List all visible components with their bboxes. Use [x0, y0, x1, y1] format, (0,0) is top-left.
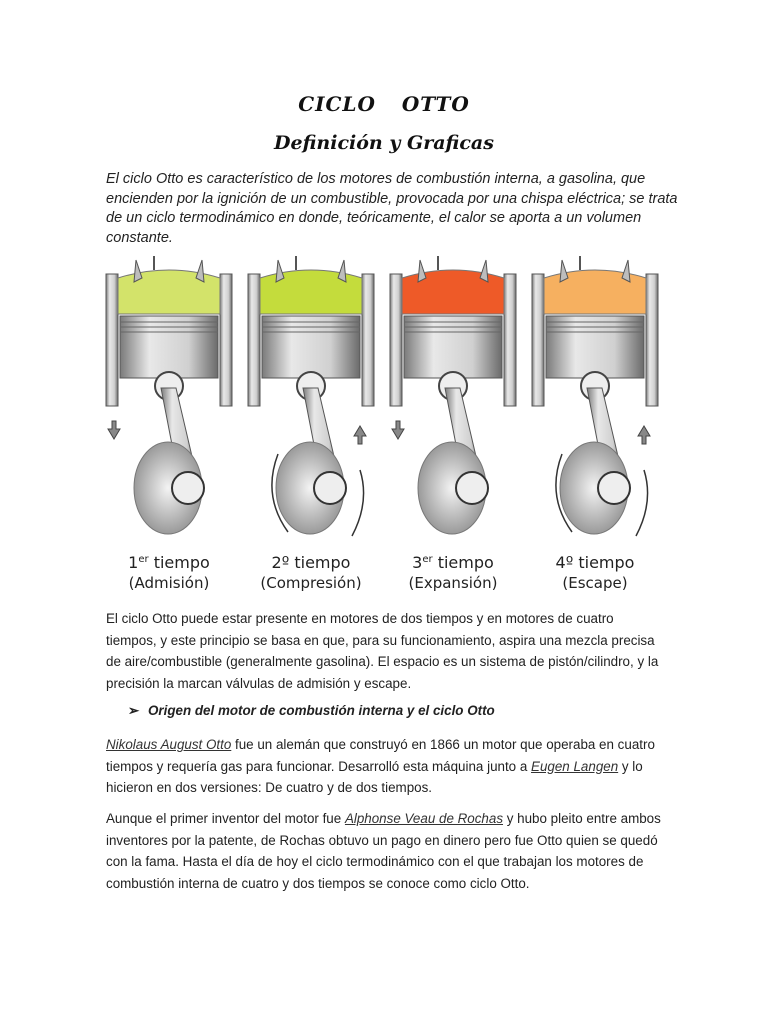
rotation-arc-left [271, 453, 289, 533]
intake-valve [559, 259, 569, 283]
piston [545, 315, 645, 379]
page-subtitle: Definición y Graficas [274, 132, 494, 154]
crank-pin [313, 471, 347, 505]
stroke-number-label: 3er tiempo [412, 553, 494, 572]
link-alphonse-de-rochas[interactable]: Alphonse Veau de Rochas [344, 811, 504, 826]
cylinder-wall-right [645, 273, 659, 407]
rotation-arc-left [555, 453, 573, 533]
stroke-number-label: 4º tiempo [556, 553, 635, 572]
intro-paragraph: El ciclo Otto es característico de los m… [106, 171, 678, 246]
paragraph-1: El ciclo Otto puede estar presente en mo… [106, 608, 666, 694]
crank-pin [171, 471, 205, 505]
arrow-down-icon [107, 420, 121, 440]
stroke-name-label: (Expansión) [409, 574, 498, 592]
section-heading: ➢ Origen del motor de combustión interna … [128, 703, 495, 719]
paragraph-2-text-1: fue un alemán que construyó en 1866 un m… [106, 737, 655, 774]
paragraph-3-text-1: Aunque el primer inventor del motor fue [106, 811, 345, 826]
piston [403, 315, 503, 379]
four-stroke-diagram: 1er tiempo (Admisión) 2º tiempo (Compresión… [105, 256, 659, 592]
arrow-up-icon [353, 425, 367, 445]
cylinder-wall-right [219, 273, 233, 407]
cylinder-wall-left [105, 273, 119, 407]
cylinder-wall-left [531, 273, 545, 407]
exhaust-valve [195, 259, 205, 283]
page-title: CICLO OTTO [298, 92, 470, 116]
rotation-arc-right [635, 469, 649, 537]
crank-pin [455, 471, 489, 505]
engine-stroke-4: 4º tiempo (Escape) [531, 256, 659, 592]
arrow-bullet-icon: ➢ [128, 703, 140, 718]
exhaust-valve [621, 259, 631, 283]
arrow-up-icon [637, 425, 651, 445]
combustion-chamber [117, 269, 221, 315]
engine-stroke-2: 2º tiempo (Compresión) [247, 256, 375, 592]
rotation-arc-right [351, 469, 365, 537]
stroke-name-label: (Admisión) [129, 574, 210, 592]
exhaust-valve [479, 259, 489, 283]
combustion-chamber [543, 269, 647, 315]
piston [261, 315, 361, 379]
link-nikolaus-otto[interactable]: Nikolaus August Otto [106, 737, 232, 752]
paragraph-1-text: El ciclo Otto puede estar presente en mo… [106, 611, 659, 691]
exhaust-valve [337, 259, 347, 283]
stroke-number-label: 1er tiempo [128, 553, 210, 572]
cylinder-wall-left [389, 273, 403, 407]
paragraph-1-tail: y escape. [350, 675, 412, 691]
engine-stroke-3: 3er tiempo (Expansión) [389, 256, 517, 592]
engine-stroke-1: 1er tiempo (Admisión) [105, 256, 233, 592]
link-eugen-langen[interactable]: Eugen Langen [531, 758, 619, 774]
arrow-down-icon [391, 420, 405, 440]
cylinder-wall-right [503, 273, 517, 407]
paragraph-2: Nikolaus August Otto fue un alemán que c… [106, 734, 666, 799]
intake-valve [417, 259, 427, 283]
combustion-chamber [259, 269, 363, 315]
piston [119, 315, 219, 379]
intake-valve [133, 259, 143, 283]
cylinder-wall-right [361, 273, 375, 407]
intake-valve [275, 259, 285, 283]
stroke-name-label: (Compresión) [260, 574, 361, 592]
combustion-chamber [401, 269, 505, 315]
paragraph-3: Aunque el primer inventor del motor fue … [106, 808, 666, 894]
paragraph-2-text-2: y lo hicieron en dos versiones: De cuatr… [106, 758, 643, 796]
section-heading-text: Origen del motor de combustión interna y… [148, 703, 495, 718]
cylinder-wall-left [247, 273, 261, 407]
paragraph-3-text-2: y hubo pleito entre ambos inventores por… [106, 811, 661, 891]
stroke-name-label: (Escape) [562, 574, 627, 592]
crank-pin [597, 471, 631, 505]
stroke-number-label: 2º tiempo [272, 553, 351, 572]
